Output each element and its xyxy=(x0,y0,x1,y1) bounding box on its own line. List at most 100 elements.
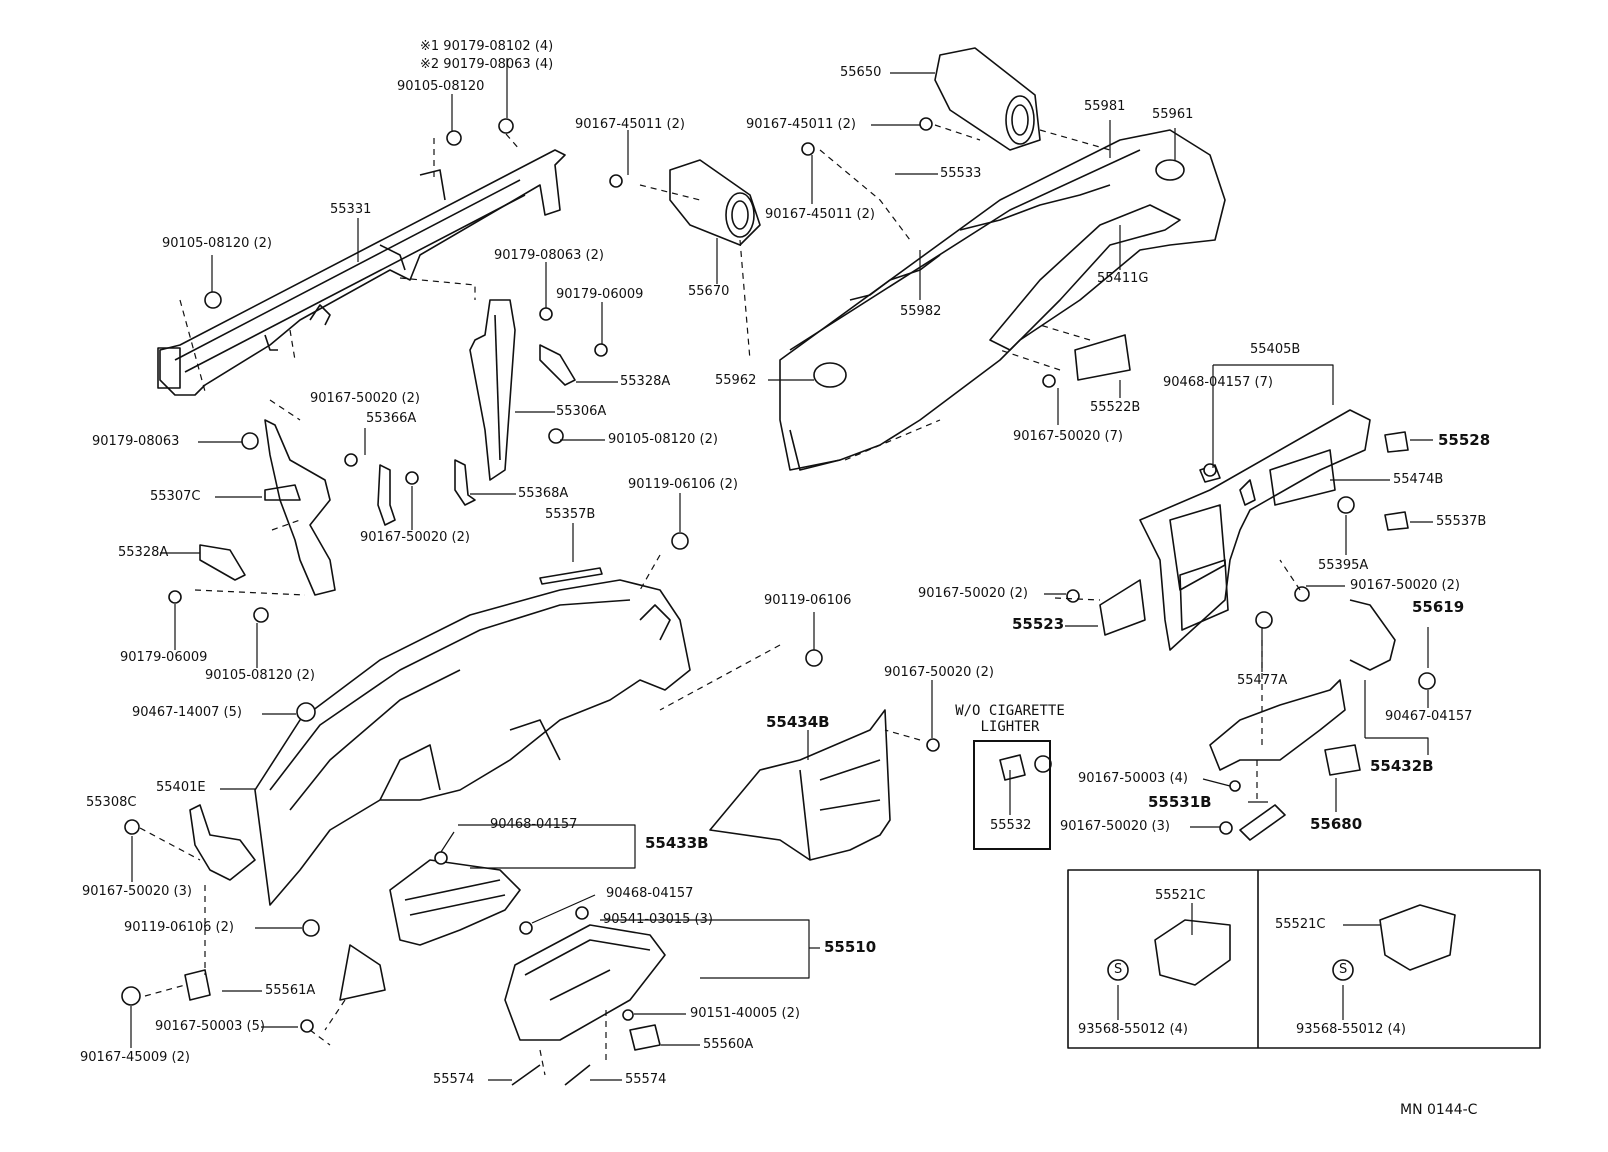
clip-55561A xyxy=(184,969,211,1001)
box-55521C-b xyxy=(1379,904,1456,971)
part-label: 55574 xyxy=(433,1072,475,1087)
console-bracket-55434B xyxy=(709,709,891,861)
part-label: 90467-14007 (5) xyxy=(132,705,242,720)
bracket-55328A-upper xyxy=(539,344,576,386)
cigarette-lighter-title-line1: W/O CIGARETTE xyxy=(955,703,1065,719)
strip-55357B xyxy=(539,567,603,585)
part-label: 90167-50020 (2) xyxy=(918,586,1028,601)
tray-55432B xyxy=(1209,599,1396,771)
part-label: 55521C xyxy=(1275,917,1326,932)
switch-55528 xyxy=(1384,431,1409,453)
part-label: 90167-50020 (2) xyxy=(1350,578,1460,593)
part-label: 55433B xyxy=(645,834,709,852)
part-label: 55619 xyxy=(1412,598,1465,616)
part-label: 55395A xyxy=(1318,558,1369,573)
center-cluster-55405B xyxy=(1139,409,1371,651)
part-label: 90468-04157 (7) xyxy=(1163,375,1273,390)
part-label: ※2 90179-08063 (4) xyxy=(420,57,554,72)
part-label: 90179-08063 (2) xyxy=(494,248,604,263)
dashed-lines xyxy=(139,124,1301,1076)
part-label: 90151-40005 (2) xyxy=(690,1006,800,1021)
lower-panel-55433B xyxy=(339,859,521,1001)
part-label: 90105-08120 (2) xyxy=(205,668,315,683)
part-label: 55328A xyxy=(620,374,671,389)
socket-55532 xyxy=(999,754,1026,781)
part-label: 55680 xyxy=(1310,815,1363,833)
part-label: 55366A xyxy=(366,411,417,426)
part-label: 90541-03015 (3) xyxy=(603,912,713,927)
bolt-55574 xyxy=(511,1064,591,1086)
part-label: 90167-50003 (5) xyxy=(155,1019,265,1034)
pocket-55680 xyxy=(1324,744,1361,776)
s-marker-circle-b xyxy=(1332,959,1354,981)
s-marker-circle-a xyxy=(1107,959,1129,981)
part-label: 55432B xyxy=(1370,757,1434,775)
vent-55650 xyxy=(934,47,1041,151)
part-label: 55528 xyxy=(1438,431,1491,449)
part-label: 55405B xyxy=(1250,342,1301,357)
part-label: 90467-04157 xyxy=(1385,709,1473,724)
cover-55537B xyxy=(1384,511,1409,531)
s-marker-b: S xyxy=(1339,962,1348,977)
part-label: 90468-04157 xyxy=(606,886,694,901)
part-label: 55670 xyxy=(688,284,730,299)
part-label: 90105-08120 (2) xyxy=(608,432,718,447)
part-label: 55982 xyxy=(900,304,942,319)
part-label: 90119-06106 xyxy=(764,593,852,608)
part-label: ※1 90179-08102 (4) xyxy=(420,39,554,54)
part-label: 55981 xyxy=(1084,99,1126,114)
bracket-55328A-lower xyxy=(199,544,246,581)
part-label: 55357B xyxy=(545,507,596,522)
part-label: 55560A xyxy=(703,1037,754,1052)
part-label: 55474B xyxy=(1393,472,1444,487)
part-label: 90119-06106 (2) xyxy=(124,920,234,935)
part-label: 90105-08120 (2) xyxy=(162,236,272,251)
part-label: 55331 xyxy=(330,202,372,217)
leader-lines xyxy=(130,58,1433,1081)
upper-dash-panel xyxy=(779,129,1226,471)
part-label: 55510 xyxy=(824,938,877,956)
part-label: 55308C xyxy=(86,795,137,810)
part-label: 90179-08063 xyxy=(92,434,180,449)
part-label: 90167-50020 (2) xyxy=(884,665,994,680)
reinforcement-beam-55331 xyxy=(157,149,566,396)
part-label: 55561A xyxy=(265,983,316,998)
bracket-55307C xyxy=(264,419,336,596)
part-label: 55307C xyxy=(150,489,201,504)
part-label: 90167-45011 (2) xyxy=(575,117,685,132)
part-label: 90167-50020 (3) xyxy=(82,884,192,899)
part-label: 55574 xyxy=(625,1072,667,1087)
part-label: 93568-55012 (4) xyxy=(1078,1022,1188,1037)
part-label: 55328A xyxy=(118,545,169,560)
bracket-55368A xyxy=(454,459,476,506)
part-label: 55434B xyxy=(766,713,830,731)
part-label: 55401E xyxy=(156,780,206,795)
part-label: 55521C xyxy=(1155,888,1206,903)
part-label: 55537B xyxy=(1436,514,1487,529)
part-label: 90167-50020 (7) xyxy=(1013,429,1123,444)
cigarette-lighter-box xyxy=(973,740,1051,850)
part-label: 90167-50020 (3) xyxy=(1060,819,1170,834)
part-label: 55523 xyxy=(1012,615,1065,633)
part-label: 90167-45011 (2) xyxy=(746,117,856,132)
part-label: 90167-50003 (4) xyxy=(1078,771,1188,786)
glove-box-55510 xyxy=(504,924,666,1041)
latch-55560A xyxy=(629,1024,661,1051)
box-55521C-a xyxy=(1154,919,1231,986)
part-label: 90105-08120 xyxy=(397,79,485,94)
part-label: 55411G xyxy=(1097,271,1149,286)
part-label: 90179-06009 xyxy=(556,287,644,302)
part-label: 55533 xyxy=(940,166,982,181)
part-label: 55531B xyxy=(1148,793,1212,811)
vent-55670 xyxy=(669,159,761,246)
part-label: 90119-06106 (2) xyxy=(628,477,738,492)
cigarette-lighter-title-line2: LIGHTER xyxy=(980,719,1040,735)
part-label: 55306A xyxy=(556,404,607,419)
part-label: 90167-45009 (2) xyxy=(80,1050,190,1065)
part-label: 55477A xyxy=(1237,673,1288,688)
diagram-code: MN 0144-C xyxy=(1400,1102,1478,1118)
part-label: 55522B xyxy=(1090,400,1141,415)
part-label: 55368A xyxy=(518,486,569,501)
bracket-55308C xyxy=(189,804,256,881)
